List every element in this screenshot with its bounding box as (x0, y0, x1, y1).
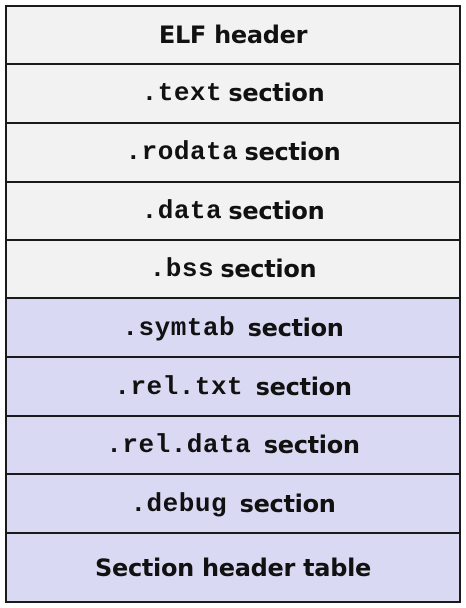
row-code: .rel.data (106, 429, 252, 460)
row-gap (235, 314, 248, 342)
row-label: section (263, 430, 360, 459)
elf-file-layout: ELF header .text section .rodata section… (5, 5, 461, 603)
row-debug-section: .debug section (7, 474, 459, 535)
row-gap (243, 373, 256, 401)
row-code: .rel.txt (114, 371, 244, 402)
row-gap (227, 490, 240, 518)
row-rodata-section: .rodata section (7, 123, 459, 183)
row-label: section (228, 196, 325, 225)
row-bss-section: .bss section (7, 240, 459, 300)
row-label: ELF header (158, 21, 308, 50)
row-code: .text (141, 78, 223, 109)
row-text-section: .text section (7, 65, 459, 124)
row-code: .rodata (125, 137, 239, 168)
row-rel-data-section: .rel.data section (7, 416, 459, 475)
row-gap (251, 431, 264, 459)
row-section-header-table: Section header table (7, 534, 459, 602)
row-label: section (255, 372, 352, 401)
row-code: .data (141, 195, 223, 226)
row-code: .debug (130, 488, 228, 519)
row-label: section (244, 138, 341, 167)
row-data-section: .data section (7, 182, 459, 241)
row-code: .symtab (122, 312, 236, 343)
row-label: section (220, 255, 317, 284)
row-symtab-section: .symtab section (7, 299, 459, 359)
row-label: section (228, 79, 325, 108)
row-label: section (247, 313, 344, 342)
row-label: section (239, 489, 336, 518)
row-rel-txt-section: .rel.txt section (7, 358, 459, 417)
row-code: .bss (149, 254, 215, 285)
row-label: Section header table (95, 553, 371, 582)
row-elf-header: ELF header (7, 7, 459, 66)
